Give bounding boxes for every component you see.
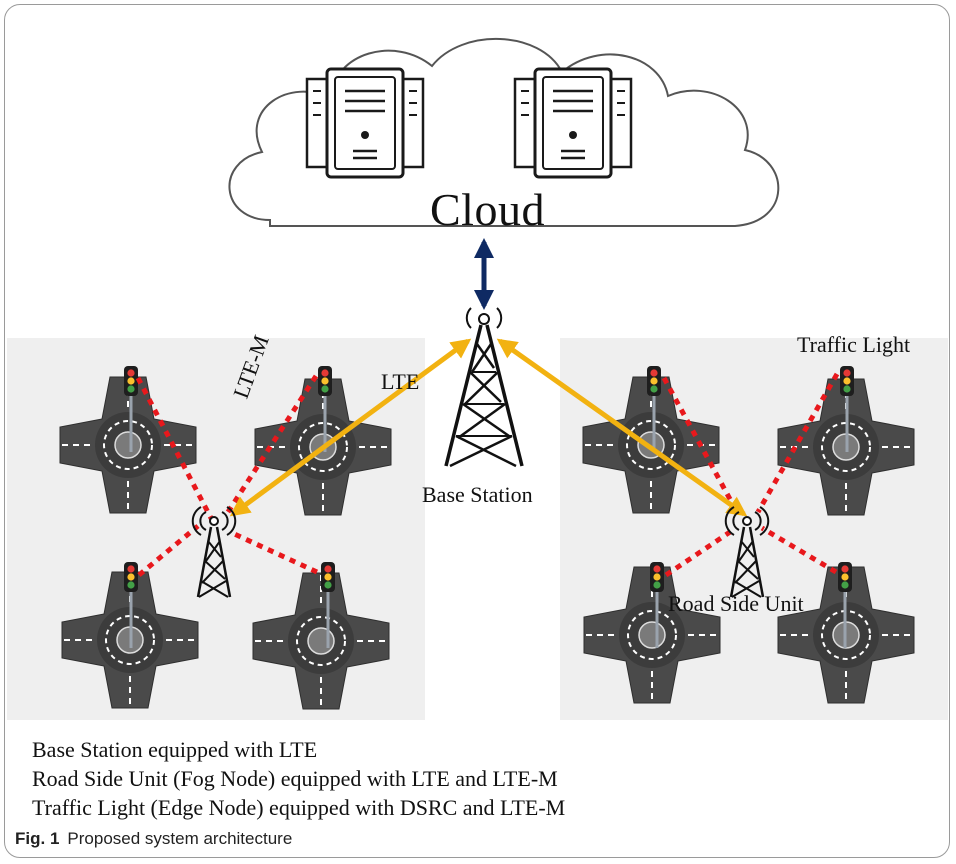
left-intersection-block	[7, 338, 425, 720]
cloud-label: Cloud	[430, 184, 545, 235]
legend-item-road-side-unit: Road Side Unit (Fog Node) equipped with …	[32, 766, 558, 791]
base-station-tower-icon	[444, 307, 524, 468]
figure-number: Fig. 1	[15, 829, 60, 848]
road-side-unit-label: Road Side Unit	[668, 591, 804, 616]
lte-links	[229, 338, 748, 517]
right-intersection-block	[560, 338, 948, 720]
legend-item-base-station: Base Station equipped with LTE	[32, 737, 318, 762]
server-icon	[305, 67, 425, 179]
figure-caption-text: Proposed system architecture	[67, 829, 293, 848]
server-icon	[513, 67, 633, 179]
traffic-light-label: Traffic Light	[797, 332, 911, 357]
base-station-label: Base Station	[422, 482, 533, 507]
figure-frame	[4, 4, 950, 858]
lte-label: LTE	[381, 369, 420, 394]
figure-caption: Fig. 1 Proposed system architecture	[15, 829, 292, 849]
legend-item-traffic-light: Traffic Light (Edge Node) equipped with …	[32, 795, 566, 820]
